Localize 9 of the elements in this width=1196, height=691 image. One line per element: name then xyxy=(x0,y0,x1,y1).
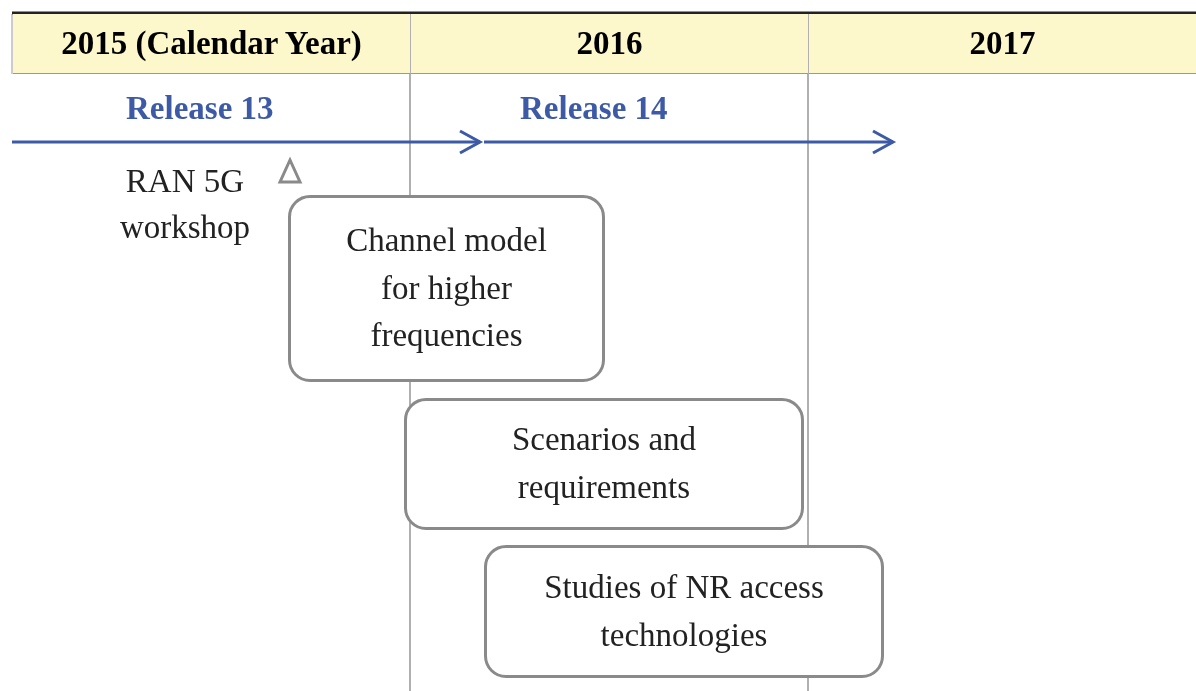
task-box: Scenarios and requirements xyxy=(404,398,804,530)
release-label: Release 13 xyxy=(126,90,274,127)
release-label: Release 14 xyxy=(520,90,668,127)
header-cell: 2015 (Calendar Year) xyxy=(13,14,410,74)
task-box: Channel model for higher frequencies xyxy=(288,195,605,382)
header-cell: 2016 xyxy=(411,14,808,74)
header-cell: 2017 xyxy=(809,14,1196,74)
task-box: Studies of NR access technologies xyxy=(484,545,884,678)
milestone-label: RAN 5G workshop xyxy=(118,162,252,248)
